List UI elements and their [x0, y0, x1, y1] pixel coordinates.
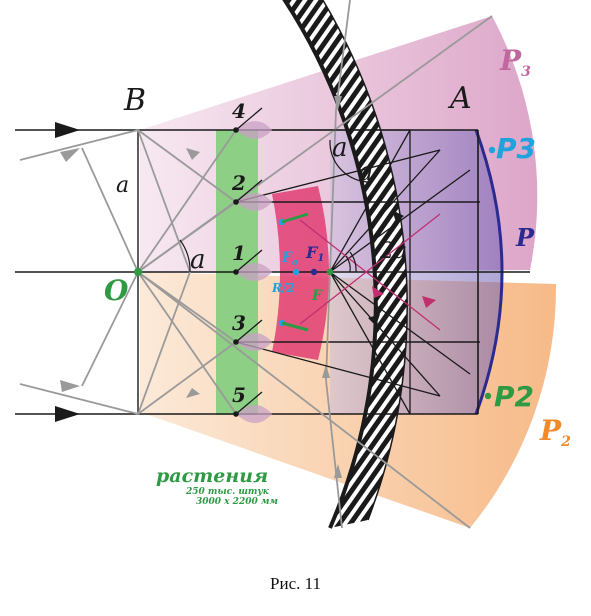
- plants-count: 250 тыс. штук: [185, 487, 270, 497]
- label-a-left: a: [116, 173, 129, 198]
- node-dots: [233, 127, 239, 417]
- mirror-arc-outer: [321, 0, 408, 521]
- label-n5: 5: [232, 383, 246, 407]
- label-b: B: [123, 83, 146, 118]
- label-a-mid: a: [358, 157, 374, 187]
- label-f1: F1: [305, 243, 324, 264]
- origin-dot: [134, 268, 142, 276]
- p2-dot: [484, 392, 492, 400]
- label-n3: 3: [232, 311, 246, 335]
- label-f: F: [311, 288, 323, 304]
- green-tick-segments: [281, 212, 309, 332]
- gray-incoming-arrows: [60, 148, 80, 392]
- focus-f1-dot: [310, 268, 318, 276]
- red-lens: [272, 186, 329, 360]
- figure-caption: Рис. 11: [270, 574, 321, 593]
- label-a-mirror: A: [447, 81, 472, 116]
- p3-dot: [488, 146, 496, 154]
- label-a-top: a: [332, 133, 348, 163]
- leaf-ticks: [235, 107, 263, 415]
- label-n1: 1: [232, 241, 246, 265]
- label-o: O: [104, 274, 129, 307]
- label-fo: Fo: [281, 250, 298, 268]
- label-2a: 2a: [379, 239, 407, 264]
- label-p2-orange: P2: [539, 414, 571, 450]
- reflected-ray-arrows: [368, 210, 404, 326]
- focus-fo-dot: [292, 268, 300, 276]
- label-p2-green: P2: [494, 380, 534, 413]
- label-p3-pink: P3: [499, 44, 531, 80]
- plants-title: растения: [156, 465, 268, 487]
- focus-f-dot: [326, 268, 334, 276]
- gray-rays: [19, 0, 493, 529]
- label-p: P: [515, 223, 535, 252]
- magenta-lines: [299, 213, 441, 331]
- label-a-angle-o: a: [190, 245, 206, 275]
- reflected-rays: [235, 129, 471, 415]
- label-n4: 4: [232, 99, 246, 123]
- magenta-arrows: [372, 286, 436, 308]
- label-n2: 2: [231, 171, 246, 195]
- label-r2: R/2: [271, 281, 295, 295]
- leaf-shapes: [236, 121, 272, 423]
- plants-size: 3000 х 2200 мм: [196, 497, 278, 507]
- mirror-arc: [282, 0, 378, 529]
- gray-ray-arrows: [186, 96, 342, 478]
- mirror-hatched-band: [284, 0, 408, 528]
- angle-arcs: [179, 139, 371, 273]
- incoming-arrows: [55, 122, 80, 422]
- label-p3-blue: P3: [496, 132, 536, 165]
